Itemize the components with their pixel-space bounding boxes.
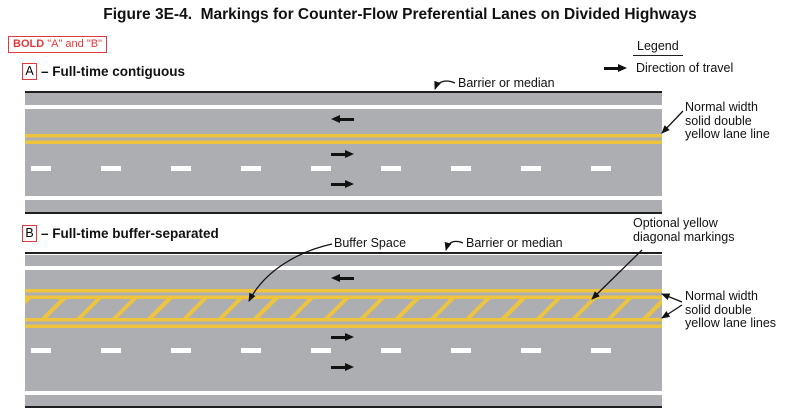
arrow-head bbox=[331, 274, 340, 282]
direction-arrow-left-icon bbox=[331, 115, 354, 124]
leader-yellow-b-top bbox=[661, 293, 683, 303]
legend-direction-arrow-icon bbox=[604, 64, 627, 73]
arrow-shaft bbox=[331, 366, 346, 369]
arrow-shaft bbox=[339, 118, 354, 121]
label-normal-width-yellow-a: Normal width solid double yellow lane li… bbox=[685, 100, 770, 142]
direction-arrow-right-icon bbox=[331, 150, 354, 159]
lane-dash bbox=[101, 166, 121, 171]
arrow-shaft bbox=[331, 183, 346, 186]
lane-dash bbox=[241, 166, 261, 171]
lane-dash bbox=[591, 166, 611, 171]
roadbed bbox=[25, 270, 662, 391]
barrier-edge-line bbox=[25, 406, 662, 408]
lane-dash bbox=[381, 166, 401, 171]
section-a-letter-box: A bbox=[22, 63, 37, 80]
arrow-shaft bbox=[331, 153, 346, 156]
lane-dash bbox=[171, 348, 191, 353]
lane-dash bbox=[451, 166, 471, 171]
section-a-title: – Full-time contiguous bbox=[41, 64, 185, 79]
lane-dash bbox=[451, 348, 471, 353]
legend-heading: Legend bbox=[633, 39, 683, 56]
median-band bbox=[25, 255, 662, 266]
lane-dash bbox=[591, 348, 611, 353]
lane-dash bbox=[171, 166, 191, 171]
double-yellow-lane-line bbox=[25, 134, 662, 144]
leader-barrier-a bbox=[434, 80, 456, 90]
label-line: Normal width bbox=[685, 289, 758, 303]
lane-dash bbox=[381, 348, 401, 353]
leader-yellow-a bbox=[661, 110, 684, 134]
lane-dash bbox=[31, 348, 51, 353]
lane-dash bbox=[311, 348, 331, 353]
arrow-head bbox=[345, 333, 354, 341]
direction-arrow-right-icon bbox=[331, 333, 354, 342]
arrow-head bbox=[345, 180, 354, 188]
section-b-header: B – Full-time buffer-separated bbox=[22, 225, 219, 242]
double-yellow-lane-line bbox=[25, 289, 662, 299]
direction-arrow-right-icon bbox=[331, 363, 354, 372]
label-line: solid double bbox=[685, 113, 752, 128]
arrow-head bbox=[618, 64, 627, 72]
arrow-shaft bbox=[331, 336, 346, 339]
leader-barrier-b bbox=[444, 240, 464, 251]
barrier-edge-line bbox=[25, 252, 662, 254]
bold-note-box: BOLD "A" and "B" bbox=[8, 36, 107, 53]
leader-yellow-b-bottom bbox=[661, 304, 683, 319]
diagram-b-roadway bbox=[25, 252, 662, 408]
arrow-head bbox=[345, 363, 354, 371]
arrow-shaft bbox=[604, 67, 619, 70]
direction-arrow-left-icon bbox=[331, 274, 354, 283]
label-optional-diagonal-markings: Optional yellow diagonal markings bbox=[633, 216, 735, 244]
lane-dash bbox=[241, 348, 261, 353]
arrow-head bbox=[331, 115, 340, 123]
direction-arrow-right-icon bbox=[331, 180, 354, 189]
lane-dash bbox=[31, 166, 51, 171]
lane-dash bbox=[101, 348, 121, 353]
bold-note-word: BOLD bbox=[13, 38, 45, 50]
label-line: Optional yellow bbox=[633, 216, 718, 230]
legend-direction-label: Direction of travel bbox=[636, 61, 734, 75]
section-b-title: – Full-time buffer-separated bbox=[41, 226, 219, 241]
label-buffer-space: Buffer Space bbox=[334, 236, 407, 250]
median-band bbox=[25, 93, 662, 105]
label-barrier-or-median-b: Barrier or median bbox=[466, 236, 563, 250]
arrow-shaft bbox=[339, 277, 354, 280]
roadbed bbox=[25, 109, 662, 196]
lane-dash bbox=[311, 166, 331, 171]
median-band bbox=[25, 200, 662, 212]
diagonal-yellow-hatching bbox=[25, 299, 662, 318]
barrier-edge-line bbox=[25, 212, 662, 214]
median-band bbox=[25, 395, 662, 406]
lane-dash bbox=[521, 348, 541, 353]
figure-title: Figure 3E-4. Markings for Counter-Flow P… bbox=[103, 6, 697, 23]
label-line: yellow lane lines bbox=[685, 316, 777, 330]
double-yellow-lane-line bbox=[25, 318, 662, 328]
label-line: solid double bbox=[685, 302, 752, 317]
section-a-header: A – Full-time contiguous bbox=[22, 63, 185, 80]
barrier-edge-line bbox=[25, 91, 662, 93]
label-normal-width-yellow-b: Normal width solid double yellow lane li… bbox=[685, 289, 777, 331]
diagram-a-roadway bbox=[25, 91, 662, 214]
bold-note-rest: "A" and "B" bbox=[44, 38, 102, 50]
label-line: Normal width bbox=[685, 100, 758, 114]
label-line: yellow lane line bbox=[685, 127, 770, 141]
lane-dash bbox=[521, 166, 541, 171]
label-line: diagonal markings bbox=[633, 229, 735, 244]
section-b-letter-box: B bbox=[22, 225, 37, 242]
arrow-head bbox=[345, 150, 354, 158]
label-barrier-or-median-a: Barrier or median bbox=[458, 76, 555, 90]
